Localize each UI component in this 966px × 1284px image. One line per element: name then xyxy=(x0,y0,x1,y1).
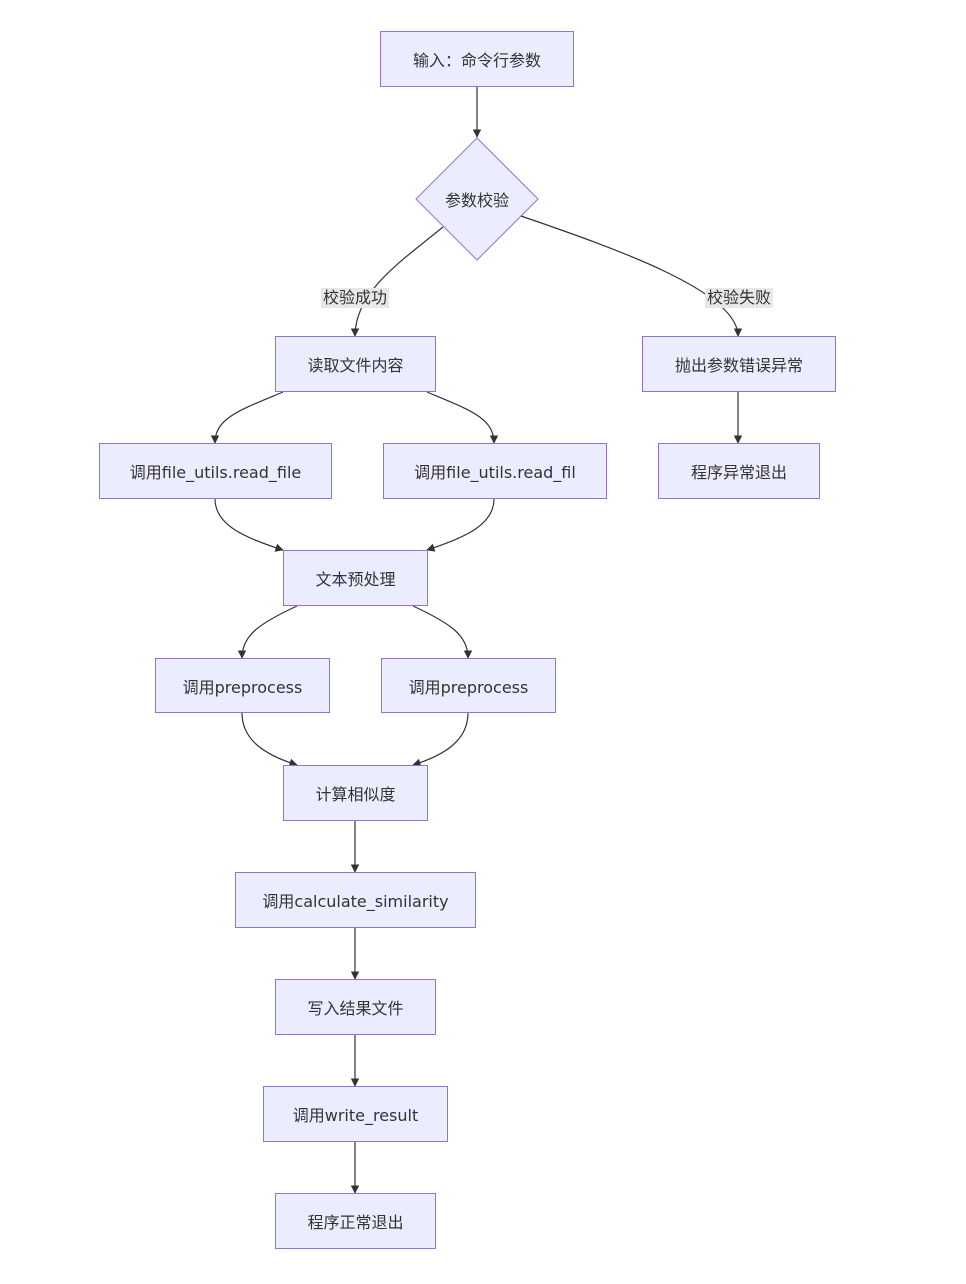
call-preprocess-node-1: 调用preprocess xyxy=(155,658,330,713)
exit-ok-node: 程序正常退出 xyxy=(275,1193,436,1249)
preprocess-node-label: 文本预处理 xyxy=(315,570,396,589)
similarity-node: 计算相似度 xyxy=(283,765,428,821)
write-result-node: 写入结果文件 xyxy=(275,979,436,1035)
edge-label-success: 校验成功 xyxy=(321,288,390,308)
edge-preprocess-callpre1 xyxy=(237,605,298,659)
call-read-file-node-2-label: 调用file_utils.read_fil xyxy=(414,463,576,482)
exit-error-node-label: 程序异常退出 xyxy=(690,463,787,482)
exit-ok-node-label: 程序正常退出 xyxy=(307,1213,404,1232)
call-read-file-node-2: 调用file_utils.read_fil xyxy=(383,443,607,499)
edge-callread2-preprocess xyxy=(426,498,495,552)
validate-diamond-shape xyxy=(415,137,539,261)
read-file-node-label: 读取文件内容 xyxy=(307,356,404,375)
call-preprocess-node-2-label: 调用preprocess xyxy=(408,677,529,697)
exit-error-node: 程序异常退出 xyxy=(658,443,820,499)
call-write-result-node: 调用write_result xyxy=(263,1086,448,1142)
validate-node-label: 参数校验 xyxy=(444,191,509,210)
call-write-result-node-label: 调用write_result xyxy=(292,1106,419,1125)
call-read-file-node-1: 调用file_utils.read_file xyxy=(99,443,332,499)
edge-read-callread2 xyxy=(426,391,499,444)
call-preprocess-node-2: 调用preprocess xyxy=(381,658,556,713)
edge-label-failure: 校验失败 xyxy=(705,288,774,308)
preprocess-node: 文本预处理 xyxy=(283,550,428,606)
write-result-node-label: 写入结果文件 xyxy=(307,999,404,1018)
edge-read-callread1 xyxy=(210,391,284,444)
edge-callpre1-similarity xyxy=(241,712,298,767)
call-similarity-node-label: 调用calculate_similarity xyxy=(262,892,449,911)
input-node: 输入：命令行参数 xyxy=(380,31,574,87)
call-preprocess-node-1-label: 调用preprocess xyxy=(182,677,303,697)
call-similarity-node: 调用calculate_similarity xyxy=(235,872,476,928)
input-node-label: 输入：命令行参数 xyxy=(412,51,541,70)
throw-error-node-label: 抛出参数错误异常 xyxy=(674,356,803,375)
edge-validate-throw xyxy=(520,215,743,337)
edge-callpre2-similarity xyxy=(412,712,469,767)
edge-callread1-preprocess xyxy=(214,498,284,552)
read-file-node: 读取文件内容 xyxy=(275,336,436,392)
call-read-file-node-1-label: 调用file_utils.read_file xyxy=(129,463,302,482)
edge-validate-read xyxy=(350,226,444,337)
similarity-node-label: 计算相似度 xyxy=(315,785,396,804)
edge-preprocess-callpre2 xyxy=(412,605,473,659)
validate-node: 参数校验 xyxy=(416,138,538,260)
throw-error-node: 抛出参数错误异常 xyxy=(642,336,836,392)
